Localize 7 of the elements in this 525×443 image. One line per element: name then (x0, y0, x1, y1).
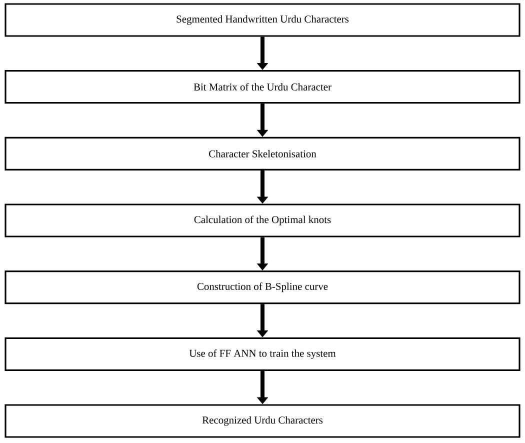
process-box: Bit Matrix of the Urdu Character (4, 70, 520, 104)
process-box: Recognized Urdu Characters (4, 404, 520, 438)
process-box: Calculation of the Optimal knots (4, 204, 520, 238)
process-box: Segmented Handwritten Urdu Characters (4, 3, 520, 37)
process-box: Construction of B-Spline curve (4, 270, 520, 304)
process-box: Character Skeletonisation (4, 136, 520, 170)
process-box: Use of FF ANN to train the system (4, 337, 520, 371)
